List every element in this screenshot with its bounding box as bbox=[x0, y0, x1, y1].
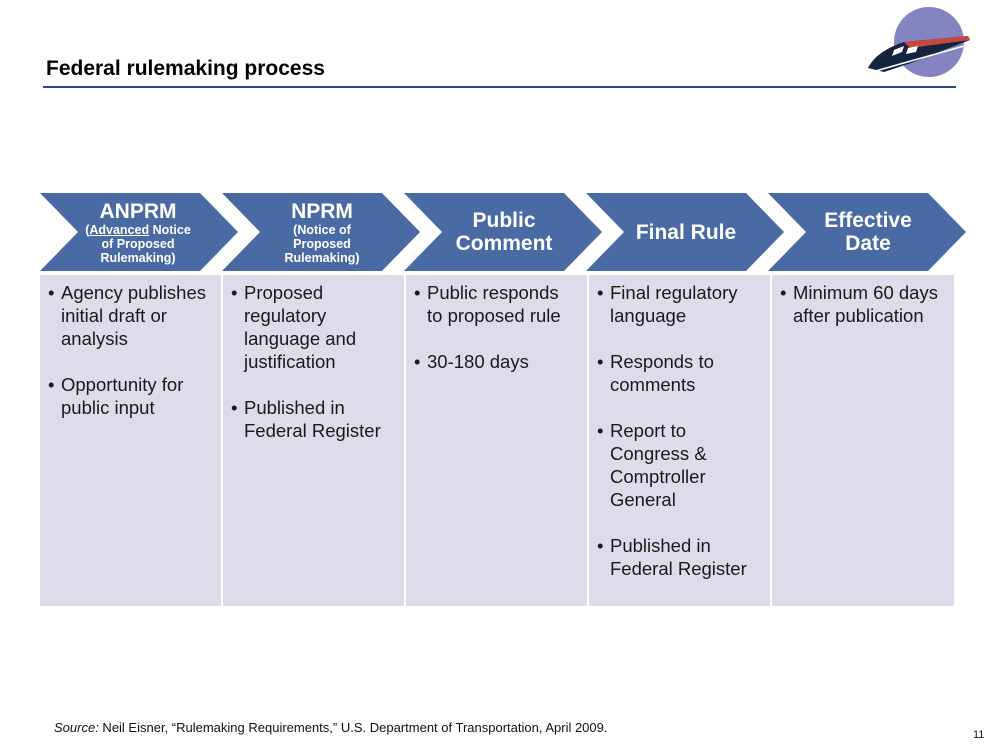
stage-1-subtitle: (Advanced Notice bbox=[85, 222, 191, 237]
stage-4-details: •Final regulatory language •Responds to … bbox=[589, 275, 770, 606]
high-speed-train-icon bbox=[868, 7, 970, 77]
bullet-item: •Agency publishes initial draft or analy… bbox=[48, 282, 207, 349]
slide-title: Federal rulemaking process bbox=[46, 57, 325, 80]
stage-4-chevron: Final Rule bbox=[586, 193, 786, 271]
source-citation: Source: Neil Eisner, “Rulemaking Require… bbox=[54, 720, 608, 735]
bullet-item: •Published in Federal Register bbox=[597, 535, 747, 579]
stage-1-details: •Agency publishes initial draft or analy… bbox=[40, 275, 221, 606]
bullet-item: •Minimum 60 days after publication bbox=[780, 282, 938, 326]
stage-3-title: Public bbox=[472, 209, 536, 232]
stage-2-title: NPRM bbox=[291, 199, 353, 223]
stage-4-title: Final Rule bbox=[635, 220, 737, 244]
bullet-item: •Responds to comments bbox=[597, 351, 714, 395]
bullet-item: •Public responds to proposed rule bbox=[414, 282, 561, 326]
logo bbox=[864, 6, 974, 78]
stage-5-chevron: Effective Date bbox=[768, 193, 968, 271]
bullet-item: •30-180 days bbox=[414, 351, 529, 372]
bullet-item: •Report to Congress & Comptroller Genera… bbox=[597, 420, 707, 510]
bullet-item: •Final regulatory language bbox=[597, 282, 738, 326]
bullet-item: •Proposed regulatory language and justif… bbox=[231, 282, 357, 372]
stage-1-title: ANPRM bbox=[99, 199, 177, 223]
stage-5-details: •Minimum 60 days after publication bbox=[772, 275, 954, 606]
stage-1-chevron: ANPRM (Advanced Notice of Proposed Rulem… bbox=[40, 193, 240, 271]
bullet-item: •Published in Federal Register bbox=[231, 397, 381, 441]
stage-2-details: •Proposed regulatory language and justif… bbox=[223, 275, 404, 606]
stage-5-title: Effective bbox=[824, 209, 912, 232]
page-number: 11 bbox=[973, 729, 985, 741]
bullet-item: •Opportunity for public input bbox=[48, 374, 184, 418]
source-text: Neil Eisner, “Rulemaking Requirements,” … bbox=[98, 720, 608, 735]
stage-3-details: •Public responds to proposed rule •30-18… bbox=[406, 275, 587, 606]
stage-3-chevron: Public Comment bbox=[404, 193, 604, 271]
stage-2-chevron: NPRM (Notice of Proposed Rulemaking) bbox=[222, 193, 422, 271]
title-divider bbox=[43, 86, 956, 88]
source-label: Source: bbox=[54, 720, 99, 735]
